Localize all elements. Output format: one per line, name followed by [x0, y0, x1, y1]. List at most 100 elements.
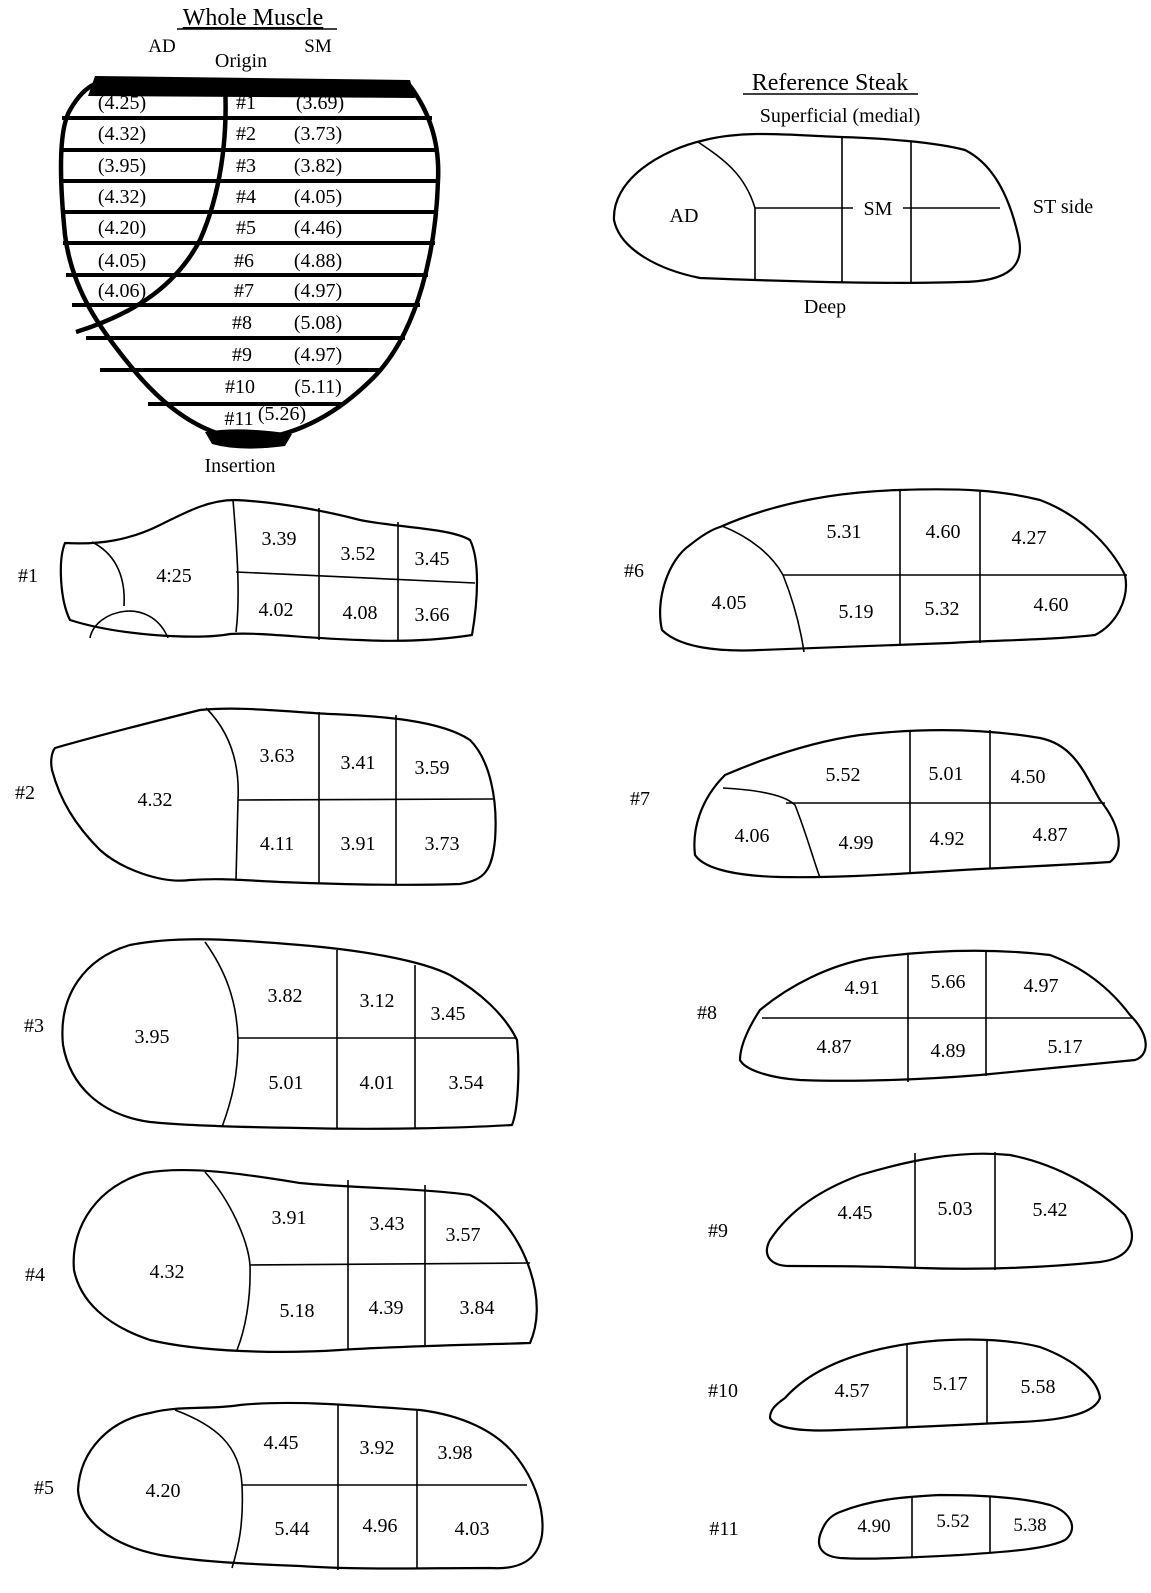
reference-ad-boundary [698, 142, 755, 280]
ad-sub-boundary [92, 542, 124, 606]
whole-muscle-sm-rows: #1(3.69)#2(3.73)#3(3.82)#4(4.05)#5(4.46)… [224, 92, 344, 430]
whole-muscle-ad-value: (4.32) [98, 186, 146, 208]
cell-bottom-3: 4.87 [1033, 824, 1068, 846]
ad-boundary [175, 1410, 242, 1568]
ad-value: 4.05 [712, 592, 747, 614]
reference-deep-label: Deep [804, 296, 846, 318]
steak-6: #6 4.05 5.31 4.60 4.27 5.19 5.32 4.60 [624, 489, 1127, 652]
whole-muscle-title: Whole Muscle [183, 5, 324, 31]
whole-muscle-row-number: #10 [225, 376, 255, 398]
whole-muscle-ad-value: (4.05) [98, 250, 146, 272]
cell-2: 5.17 [933, 1373, 968, 1395]
ad-boundary [206, 708, 238, 880]
cell-top-2: 4.60 [926, 521, 961, 543]
steak-3: #3 3.95 3.82 3.12 3.45 5.01 4.01 3.54 [24, 939, 518, 1129]
ad-value: 3.95 [135, 1026, 170, 1048]
whole-muscle-row-value: (5.26) [258, 403, 306, 425]
whole-muscle-ad-value: (4.06) [98, 280, 146, 302]
whole-muscle-insertion-label: Insertion [204, 455, 275, 477]
cell-bottom-1: 5.44 [275, 1518, 310, 1540]
whole-muscle-row-value: (3.73) [294, 123, 342, 145]
steak-10: #10 4.57 5.17 5.58 [708, 1340, 1100, 1431]
cell-top-3: 3.98 [438, 1442, 473, 1464]
whole-muscle-ad-value: (4.25) [98, 92, 146, 114]
whole-muscle-row-number: #5 [236, 217, 256, 239]
divider-horizontal [238, 799, 493, 800]
cell-3: 5.42 [1033, 1199, 1068, 1221]
whole-muscle-row-number: #3 [236, 155, 256, 177]
ad-value: 4.20 [146, 1480, 181, 1502]
whole-muscle-row-value: (3.82) [294, 155, 342, 177]
cell-top-1: 3.39 [262, 528, 297, 550]
reference-superficial-label: Superficial (medial) [760, 105, 921, 127]
cell-bottom-1: 4.02 [259, 599, 294, 621]
steak-label: #3 [24, 1015, 44, 1037]
steak-label: #6 [624, 560, 644, 582]
whole-muscle-row-number: #8 [232, 312, 252, 334]
cell-3: 5.38 [1013, 1515, 1046, 1536]
cell-bottom-3: 3.66 [415, 604, 450, 626]
whole-muscle-row-number: #4 [236, 186, 256, 208]
steak-outline [51, 709, 495, 885]
cell-top-1: 4.45 [264, 1432, 299, 1454]
steak-2: #2 4.32 3.63 3.41 3.59 4.11 3.91 3.73 [15, 708, 496, 885]
cell-bottom-3: 5.17 [1048, 1036, 1083, 1058]
cell-bottom-3: 3.54 [449, 1072, 484, 1094]
whole-muscle-row-value: (4.97) [294, 280, 342, 302]
ad-boundary [233, 500, 238, 632]
cell-top-2: 5.01 [929, 763, 964, 785]
ad-boundary [722, 526, 804, 652]
ad-boundary [205, 942, 238, 1127]
whole-muscle-row-value: (4.46) [294, 217, 342, 239]
cell-top-3: 4.27 [1012, 527, 1047, 549]
whole-muscle-row-value: (5.11) [294, 376, 342, 398]
cell-top-3: 3.45 [431, 1003, 466, 1025]
steak-8: #8 4.91 5.66 4.97 4.87 4.89 5.17 [697, 951, 1146, 1082]
steak-label: #2 [15, 782, 35, 804]
cell-top-2: 5.66 [931, 971, 966, 993]
whole-muscle-row-value: (5.08) [294, 312, 342, 334]
cell-bottom-3: 3.84 [460, 1297, 495, 1319]
whole-muscle-origin-label: Origin [215, 50, 267, 72]
cell-1: 4.57 [835, 1380, 870, 1402]
cell-top-3: 4.50 [1011, 766, 1046, 788]
cell-top-1: 3.82 [268, 985, 303, 1007]
whole-muscle-row-value: (4.05) [294, 186, 342, 208]
cell-top-1: 4.91 [845, 977, 880, 999]
cell-bottom-1: 5.19 [839, 601, 874, 623]
cell-bottom-2: 4.01 [360, 1072, 395, 1094]
cell-bottom-2: 3.91 [341, 833, 376, 855]
whole-muscle-sm-label: SM [304, 36, 332, 57]
cell-top-1: 5.31 [827, 521, 862, 543]
cell-bottom-3: 4.03 [455, 1518, 490, 1540]
cell-top-2: 3.41 [341, 752, 376, 774]
cell-top-2: 3.92 [360, 1437, 395, 1459]
cell-bottom-1: 4.11 [260, 833, 294, 855]
whole-muscle-panel: Whole Muscle AD SM Origin (4.25)(4.32)(3… [60, 5, 440, 477]
divider-horizontal [250, 1263, 530, 1265]
cell-top-3: 3.59 [415, 757, 450, 779]
steak-9: #9 4.45 5.03 5.42 [708, 1152, 1132, 1270]
steak-outline [74, 1170, 537, 1352]
cell-top-3: 4.97 [1024, 975, 1059, 997]
reference-st-side-label: ST side [1033, 196, 1093, 218]
reference-sm-label: SM [864, 198, 893, 220]
cell-top-2: 3.52 [341, 543, 376, 565]
cell-bottom-3: 4.60 [1034, 594, 1069, 616]
whole-muscle-row-value: (4.97) [294, 344, 342, 366]
cell-top-1: 3.63 [260, 745, 295, 767]
ad-value: 4.32 [150, 1261, 185, 1283]
reference-steak-title: Reference Steak [752, 70, 909, 96]
steak-label: #5 [34, 1477, 54, 1499]
whole-muscle-row-number: #9 [232, 344, 252, 366]
steak-label: #10 [708, 1380, 738, 1402]
whole-muscle-ad-value: (4.20) [98, 217, 146, 239]
whole-muscle-ad-value: (3.95) [98, 155, 146, 177]
cell-bottom-2: 4.39 [369, 1297, 404, 1319]
steak-outline [660, 489, 1126, 650]
whole-muscle-row-value: (3.69) [296, 92, 344, 114]
cell-1: 4.90 [857, 1516, 890, 1537]
cell-top-1: 5.52 [826, 764, 861, 786]
cell-2: 5.52 [936, 1511, 969, 1532]
